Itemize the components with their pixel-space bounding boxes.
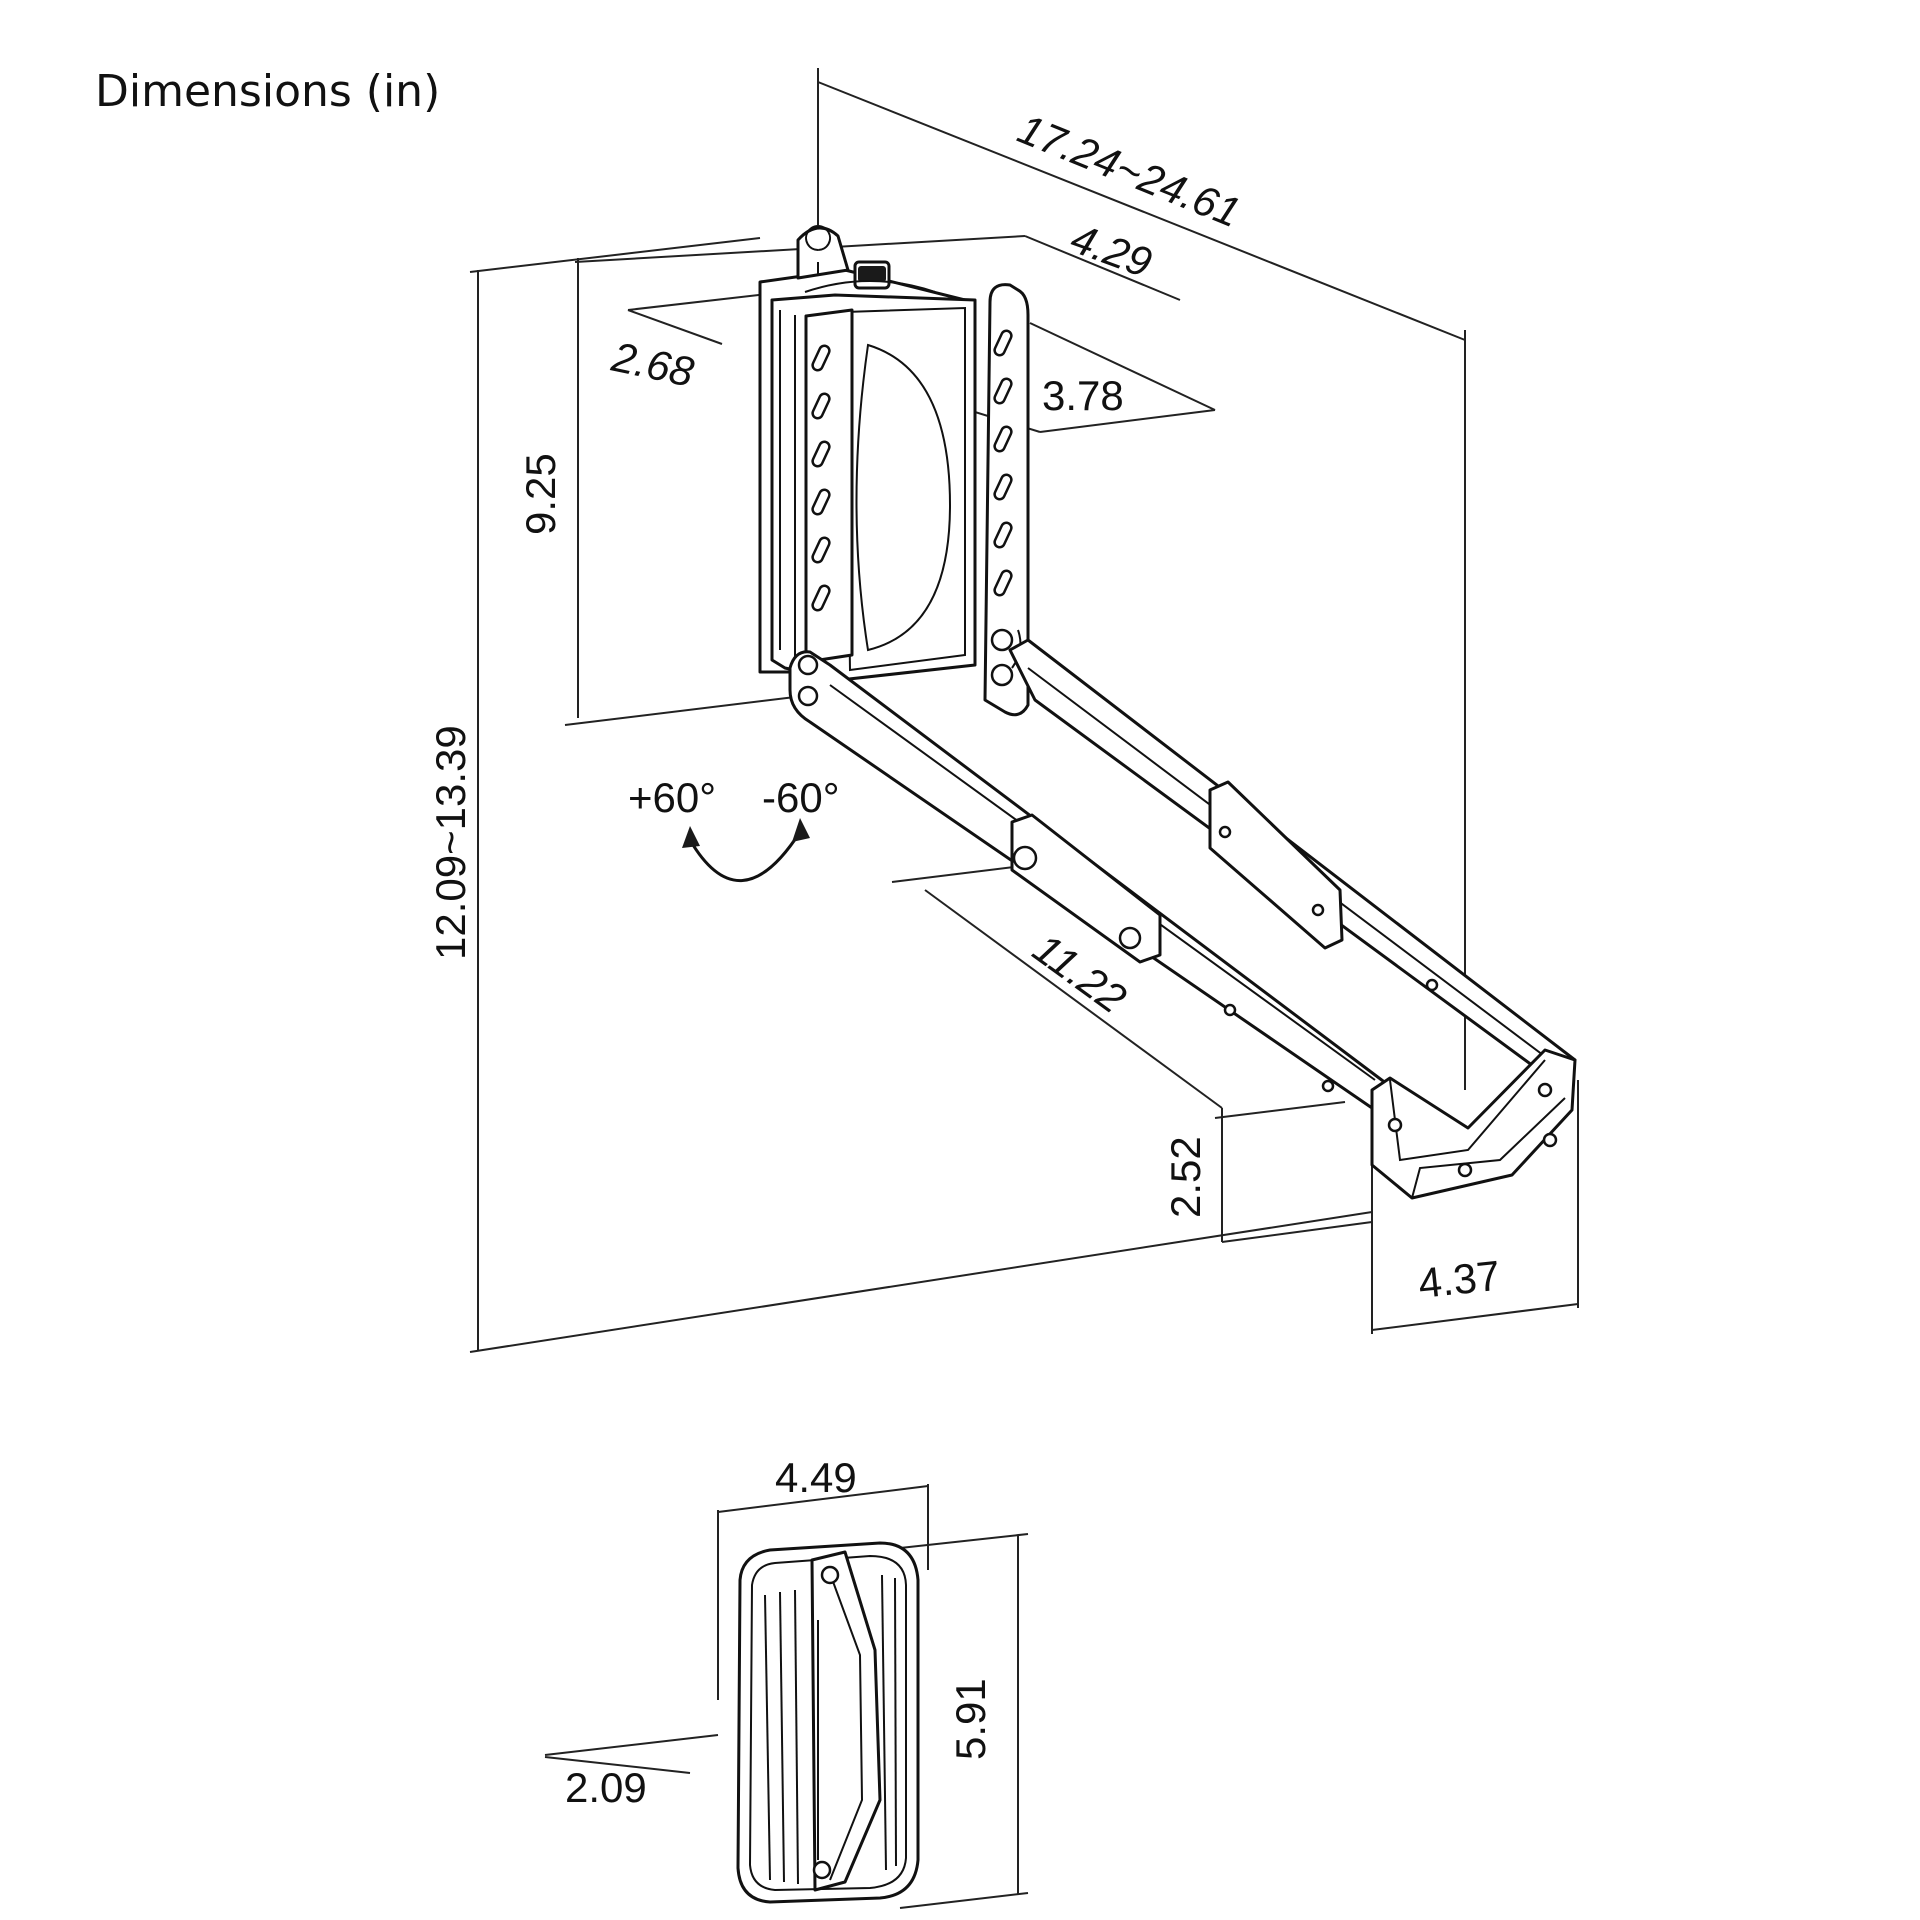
dim-cradle-height: 2.52 xyxy=(1162,1136,1209,1218)
rotation-arrow-icon xyxy=(688,830,802,882)
wall-plate xyxy=(758,225,977,682)
slot-bar-right xyxy=(983,283,1030,717)
speaker-pad xyxy=(736,1541,920,1904)
rotation-arrowhead-left-icon xyxy=(682,826,700,848)
back-arm xyxy=(1008,638,1577,1084)
cradle xyxy=(1370,1048,1577,1200)
dim-plate-height: 9.25 xyxy=(517,453,564,535)
dim-pad-width: 4.49 xyxy=(775,1454,857,1501)
dim-overall-depth: 17.24~24.61 xyxy=(1012,105,1247,237)
rotation-arrowhead-right-icon xyxy=(792,818,810,842)
slot-bar-left xyxy=(804,308,854,664)
dim-plate-width: 3.78 xyxy=(1042,372,1124,419)
dim-bracket-offset: 2.68 xyxy=(607,333,698,396)
dim-rotation-plus: +60° xyxy=(628,774,716,821)
front-arm xyxy=(788,650,1397,1110)
dim-pad-height: 5.91 xyxy=(947,1678,994,1760)
keyhole-icon xyxy=(805,225,832,276)
dim-rotation-minus: -60° xyxy=(762,774,840,821)
dim-pad-depth: 2.09 xyxy=(565,1764,647,1811)
dim-top-width: 4.29 xyxy=(1065,214,1158,286)
page-title: Dimensions (in) xyxy=(95,66,441,117)
dim-cradle-width: 4.37 xyxy=(1416,1252,1502,1307)
dim-overall-height: 12.09~13.39 xyxy=(427,725,474,960)
